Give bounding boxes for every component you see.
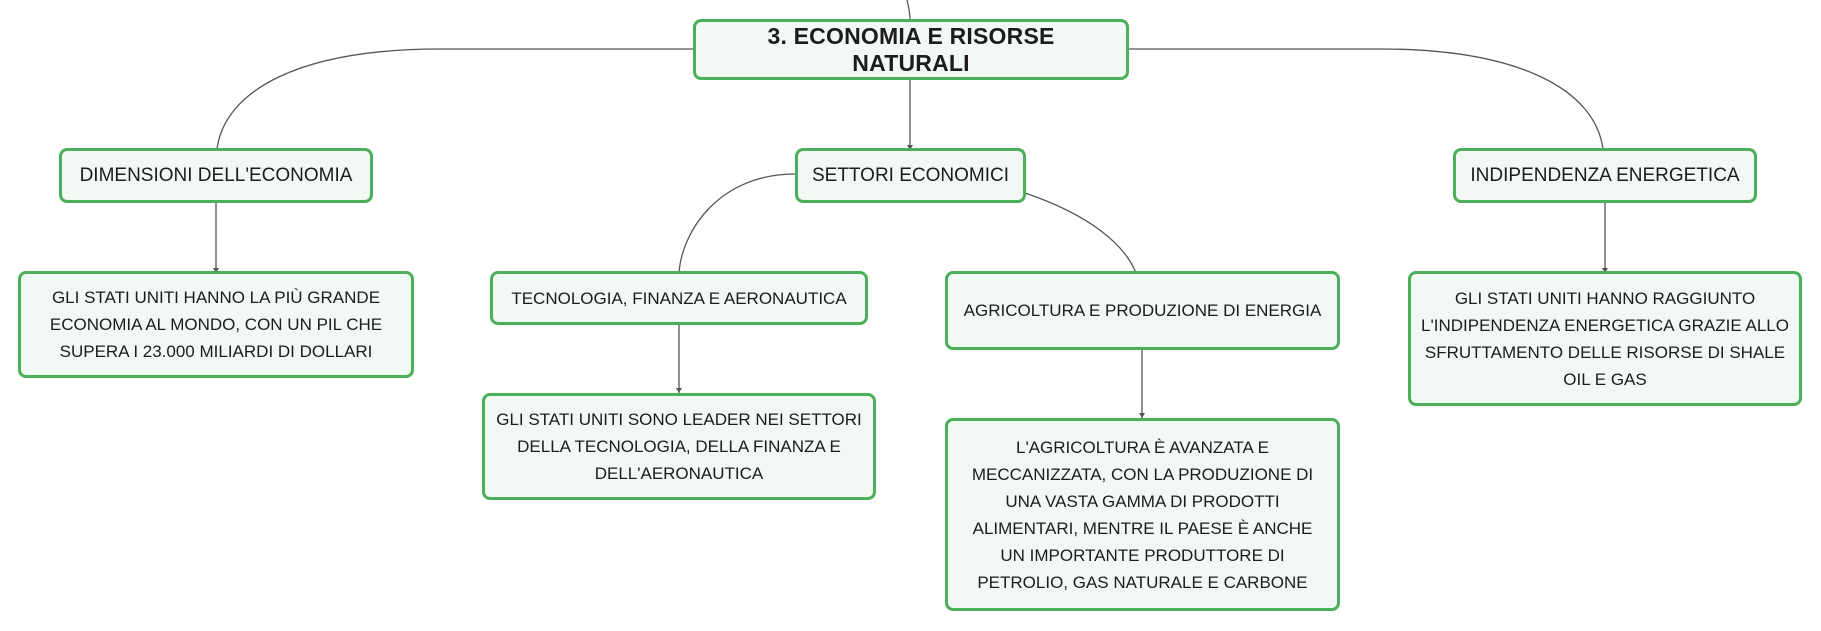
detail-text-agri: L'AGRICOLTURA È AVANZATA E MECCANIZZATA,…: [971, 437, 1314, 592]
subbranch-label-agri: AGRICOLTURA E PRODUZIONE DI ENERGIA: [963, 301, 1322, 320]
subbranch-node-agri[interactable]: AGRICOLTURA E PRODUZIONE DI ENERGIA: [945, 271, 1340, 350]
detail-text-tech: GLI STATI UNITI SONO LEADER NEI SETTORI …: [496, 410, 862, 483]
branch-node-energy[interactable]: INDIPENDENZA ENERGETICA: [1453, 148, 1757, 203]
connector-root-to-energy: [1128, 48, 1604, 150]
detail-node-tech[interactable]: GLI STATI UNITI SONO LEADER NEI SETTORI …: [482, 393, 876, 500]
detail-node-agri[interactable]: L'AGRICOLTURA È AVANZATA E MECCANIZZATA,…: [945, 418, 1340, 611]
connector-parent-to-root: [906, 0, 911, 21]
subbranch-label-tech: TECNOLOGIA, FINANZA E AERONAUTICA: [511, 288, 847, 308]
root-label: 3. ECONOMIA E RISORSE NATURALI: [767, 22, 1055, 76]
branch-label-economy: DIMENSIONI DELL'ECONOMIA: [79, 164, 353, 186]
detail-text-economy: GLI STATI UNITI HANNO LA PIÙ GRANDE ECON…: [49, 288, 383, 361]
connector-root-to-economy: [216, 48, 693, 150]
branch-node-economy[interactable]: DIMENSIONI DELL'ECONOMIA: [59, 148, 373, 203]
branch-label-sectors: SETTORI ECONOMICI: [811, 164, 1010, 186]
branch-node-sectors[interactable]: SETTORI ECONOMICI: [795, 148, 1026, 203]
detail-text-energy: GLI STATI UNITI HANNO RAGGIUNTO L'INDIPE…: [1421, 288, 1789, 389]
arrowhead-sectors: [907, 145, 913, 150]
arrowhead-tech-detail: [676, 388, 682, 393]
detail-node-economy[interactable]: GLI STATI UNITI HANNO LA PIÙ GRANDE ECON…: [18, 271, 414, 378]
detail-node-energy[interactable]: GLI STATI UNITI HANNO RAGGIUNTO L'INDIPE…: [1408, 271, 1802, 406]
branch-label-energy: INDIPENDENZA ENERGETICA: [1470, 164, 1740, 186]
arrowhead-economy-detail: [213, 268, 219, 273]
root-node[interactable]: 3. ECONOMIA E RISORSE NATURALI: [693, 19, 1129, 80]
arrowhead-energy-detail: [1602, 268, 1608, 273]
connector-sectors-to-tech: [678, 173, 796, 274]
subbranch-node-tech[interactable]: TECNOLOGIA, FINANZA E AERONAUTICA: [490, 271, 868, 325]
arrowhead-agri-detail: [1139, 413, 1145, 418]
connector-sectors-to-agri: [1024, 192, 1137, 274]
